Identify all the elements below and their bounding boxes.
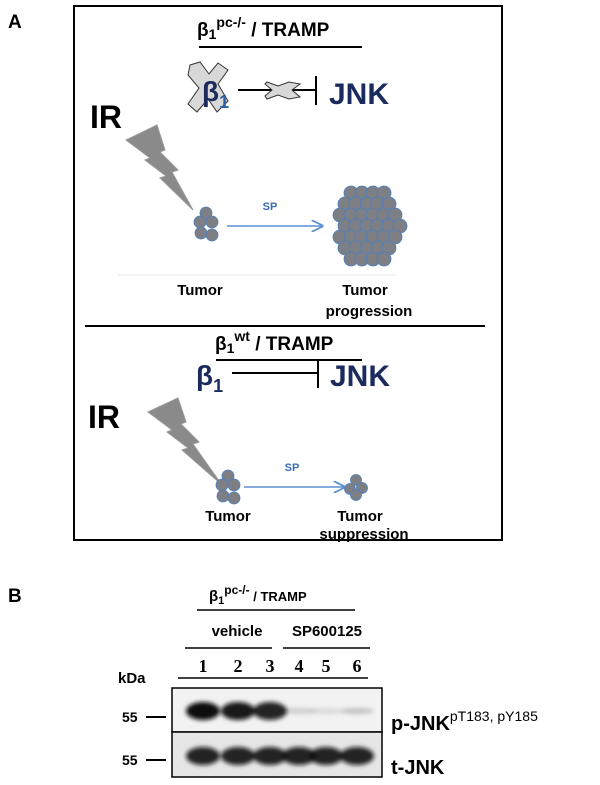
marker-55-top: 55 [122, 709, 138, 725]
bottom-jnk: JNK [330, 360, 390, 393]
panel-a-frame [73, 5, 503, 541]
lane-number: 4 [295, 656, 304, 676]
marker-55-bottom: 55 [122, 752, 138, 768]
small-tumor-icon [215, 469, 241, 505]
band [253, 747, 287, 765]
lane-number: 5 [322, 656, 331, 676]
band [340, 747, 374, 765]
small-tumor-icon [193, 206, 219, 242]
top-ir-label: IR [90, 99, 122, 135]
bottom-scheme: β1wt / TRAMP β1 JNK IR SP Tumor Tumor su… [88, 328, 409, 543]
bottom-sp-label: SP [285, 462, 300, 474]
panel-a-label: A [8, 12, 22, 33]
band [186, 747, 220, 765]
group-sp600125: SP600125 [292, 623, 362, 640]
bottom-outcome-line2: suppression [319, 526, 408, 543]
panel-b-label: B [8, 586, 22, 607]
band [309, 747, 343, 765]
bottom-title: β1wt / TRAMP [215, 328, 334, 356]
lane-number: 2 [234, 656, 243, 676]
tumor-cell [376, 251, 392, 267]
band [221, 702, 255, 720]
lane-number: 1 [199, 656, 208, 676]
top-title: β1pc-/- / TRAMP [197, 14, 330, 42]
band [340, 708, 374, 714]
cross-icon [187, 61, 229, 113]
lightning-bolt-icon [125, 124, 194, 211]
tjnk-label: t-JNK [391, 757, 445, 779]
band [309, 708, 343, 714]
bottom-beta1: β1 [196, 360, 223, 396]
cross-icon [264, 81, 302, 100]
bottom-ir-label: IR [88, 399, 120, 435]
band [282, 747, 316, 765]
blot-title: β1pc-/- / TRAMP [209, 583, 307, 607]
top-tumor-label: Tumor [177, 282, 223, 299]
lightning-bolt-icon [147, 397, 223, 486]
top-scheme: β1pc-/- / TRAMP β1 JNK IR SP Tumor Tumor… [90, 14, 412, 320]
top-sp-label: SP [263, 201, 278, 213]
band [282, 708, 316, 714]
top-beta1: β1 [202, 76, 229, 112]
lane-number: 6 [353, 656, 362, 676]
band [221, 747, 255, 765]
lane-number: 3 [266, 656, 275, 676]
bottom-outcome-line1: Tumor [337, 508, 383, 525]
top-outcome-line1: Tumor [342, 282, 388, 299]
band [253, 702, 287, 720]
shrunk-tumor-icon [344, 474, 368, 501]
blot [171, 687, 383, 778]
top-jnk: JNK [329, 78, 389, 111]
pjnk-label: p-JNKpT183, pY185 [391, 708, 538, 735]
top-outcome-line2: progression [326, 303, 413, 320]
bottom-tumor-label: Tumor [205, 508, 251, 525]
band [186, 702, 220, 720]
kda-label: kDa [118, 670, 146, 687]
large-tumor-icon [332, 185, 408, 267]
group-vehicle: vehicle [212, 623, 263, 640]
